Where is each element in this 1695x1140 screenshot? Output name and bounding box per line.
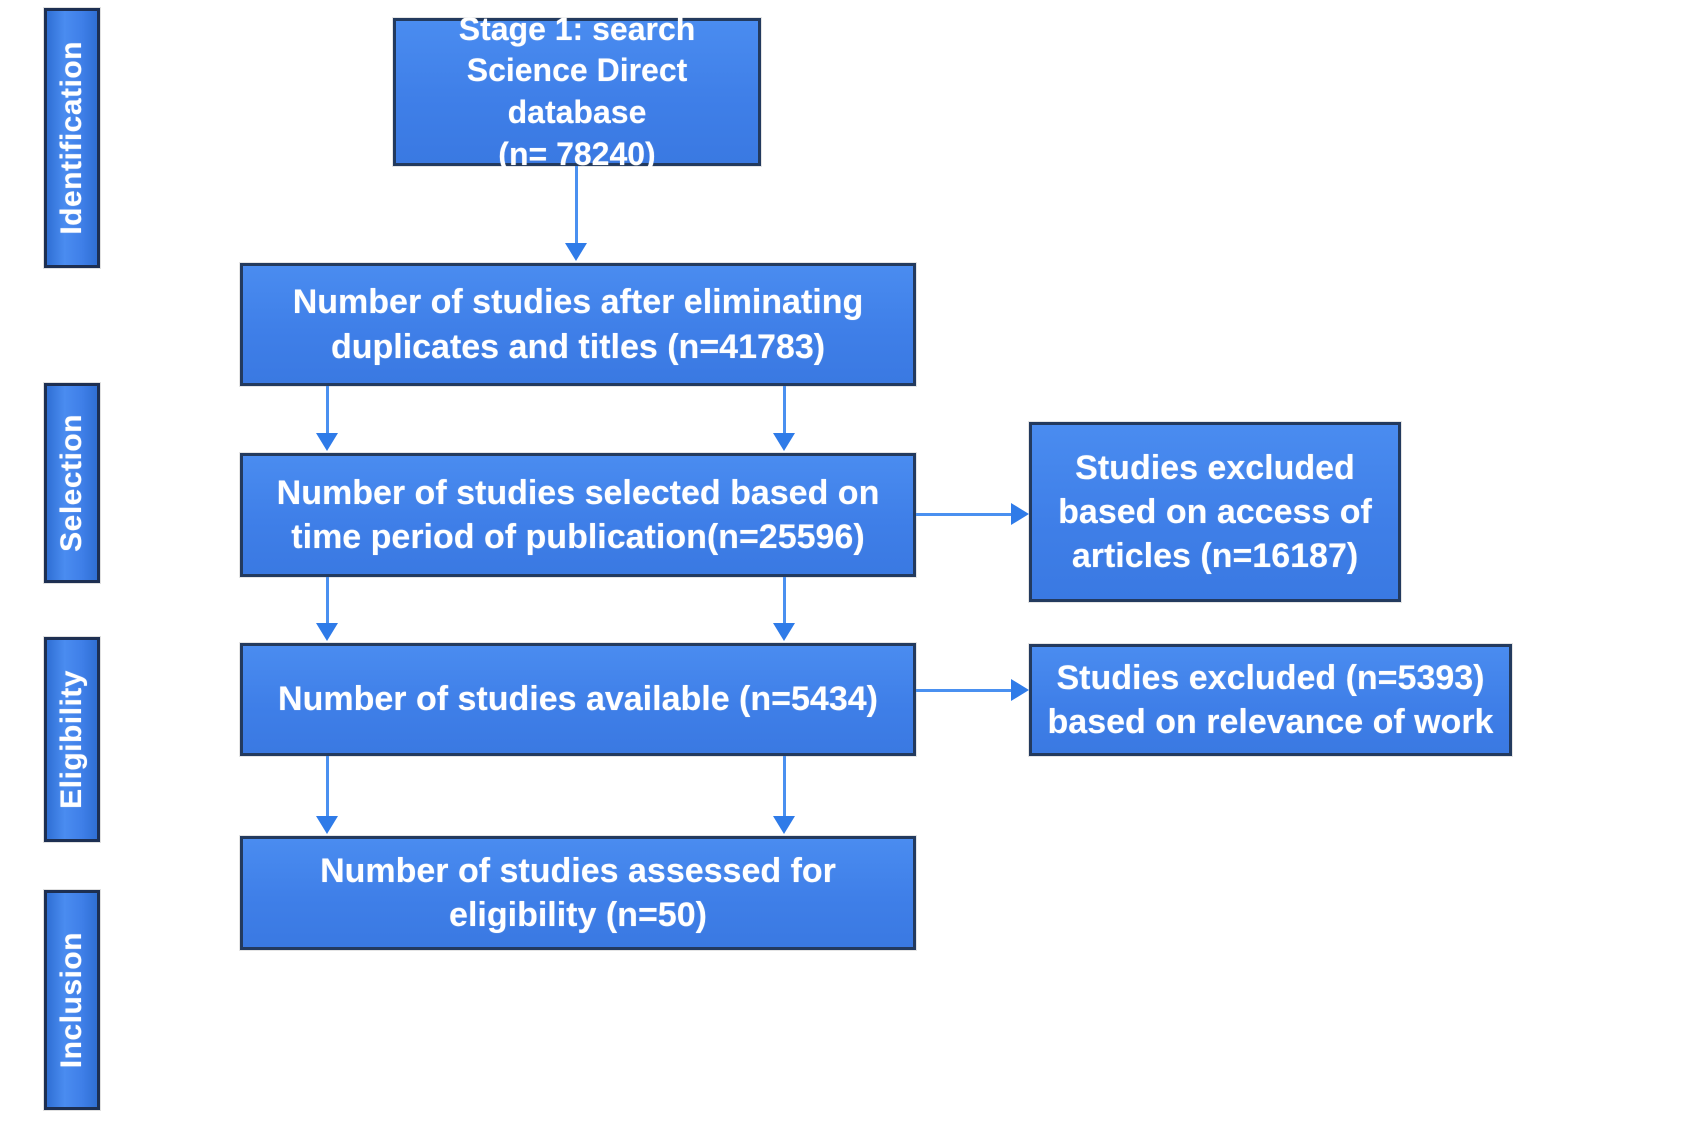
arrowhead-available-to-assessed-right — [773, 816, 795, 834]
box-selected-time-period: Number of studies selected based on time… — [240, 453, 916, 577]
connector-available-to-excluded-relevance — [916, 689, 1011, 692]
box-after-duplicates-text: Number of studies after eliminating dupl… — [292, 283, 864, 366]
box-studies-available-text: Number of studies available (n=5434) — [278, 680, 878, 719]
connector-available-to-assessed-right — [783, 756, 786, 816]
connector-duplicates-to-selected-right — [783, 386, 786, 433]
arrowhead-available-to-assessed-left — [316, 816, 338, 834]
stage-label-selection: Selection — [44, 383, 100, 583]
stage-label-identification-text: Identification — [55, 41, 88, 235]
box-excluded-access: Studies excluded based on access of arti… — [1029, 422, 1401, 602]
arrowhead-stage1-to-duplicates — [565, 243, 587, 261]
box-assessed-for-eligibility: Number of studies assessed for eligibili… — [240, 836, 916, 950]
arrowhead-duplicates-to-selected-left — [316, 433, 338, 451]
stage-label-inclusion: Inclusion — [44, 890, 100, 1110]
stage-label-identification: Identification — [44, 8, 100, 268]
connector-duplicates-to-selected-left — [326, 386, 329, 433]
box-studies-available: Number of studies available (n=5434) — [240, 643, 916, 756]
box-after-duplicates: Number of studies after eliminating dupl… — [240, 263, 916, 386]
stage-label-selection-text: Selection — [55, 414, 88, 552]
box-stage1-search: Stage 1: search Science Direct database … — [393, 11, 761, 172]
box-excluded-relevance-text: Studies excluded (n=5393) based on relev… — [1047, 658, 1494, 741]
box-stage1-search-text: Stage 1: search Science Direct database … — [458, 10, 696, 172]
connector-available-to-assessed-left — [326, 756, 329, 816]
connector-selected-to-available-right — [783, 577, 786, 623]
connector-selected-to-excluded-access — [916, 513, 1011, 516]
arrowhead-duplicates-to-selected-right — [773, 433, 795, 451]
arrowhead-selected-to-available-right — [773, 623, 795, 641]
connector-selected-to-available-left — [326, 577, 329, 623]
stage-label-eligibility-text: Eligibility — [55, 670, 88, 809]
stage-label-inclusion-text: Inclusion — [55, 931, 88, 1069]
box-excluded-relevance: Studies excluded (n=5393) based on relev… — [1029, 644, 1512, 756]
arrowhead-selected-to-available-left — [316, 623, 338, 641]
box-selected-time-period-text: Number of studies selected based on time… — [276, 473, 880, 556]
arrowhead-available-to-excluded-relevance — [1011, 679, 1029, 701]
stage-label-eligibility: Eligibility — [44, 637, 100, 842]
box-assessed-for-eligibility-text: Number of studies assessed for eligibili… — [320, 851, 836, 934]
box-excluded-access-text: Studies excluded based on access of arti… — [1058, 448, 1372, 576]
connector-stage1-to-duplicates — [575, 166, 578, 243]
arrowhead-selected-to-excluded-access — [1011, 503, 1029, 525]
